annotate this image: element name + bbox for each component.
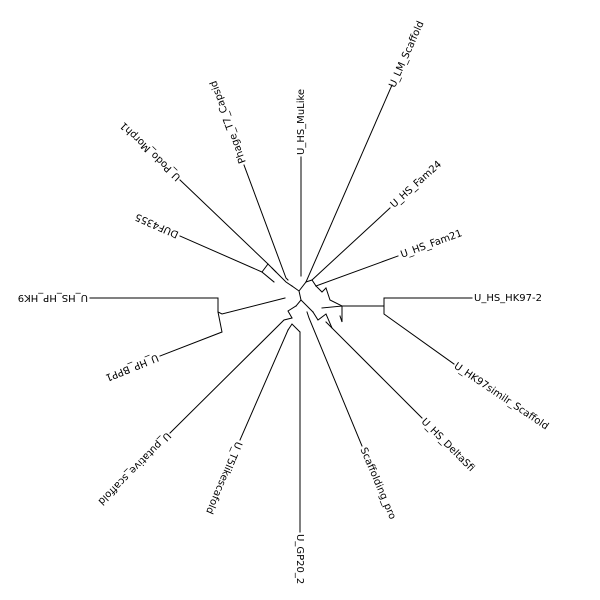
branch-to-podo xyxy=(179,179,269,265)
branch-right-link xyxy=(325,287,343,307)
branch-to-duf xyxy=(179,235,263,273)
tree-branches xyxy=(89,84,473,533)
branch-to-scaffolding xyxy=(306,311,363,447)
branch-to-delta xyxy=(325,321,423,419)
branch-t5-gp20-node xyxy=(287,323,301,333)
branch-left-node xyxy=(217,297,286,315)
branch-core-d xyxy=(287,305,297,319)
branch-delta-node xyxy=(312,311,333,329)
branch-to-fam24 xyxy=(311,207,391,281)
branch-podo-duf-node xyxy=(261,263,277,283)
branch-to-t5 xyxy=(239,329,289,441)
branch-core-c xyxy=(300,299,314,313)
branch-to-lm xyxy=(305,84,393,283)
branch-core-f xyxy=(315,285,327,293)
branch-to-putative xyxy=(169,317,293,434)
branch-to-bpp xyxy=(159,311,223,357)
leaf-label-gp20: U_GP20_2 xyxy=(294,534,305,584)
leaf-label-hk97: U_HS_HK97-2 xyxy=(474,293,542,304)
branch-to-fam21 xyxy=(315,255,399,287)
leaf-label-hp-hk9: U_HS_HP_HK9 xyxy=(18,292,88,303)
branch-to-phage xyxy=(243,164,289,281)
leaf-label-mulike: U_HS_MuLike xyxy=(296,89,307,155)
branch-to-hk97sim xyxy=(383,305,455,365)
branch-hk97-node xyxy=(321,305,343,323)
